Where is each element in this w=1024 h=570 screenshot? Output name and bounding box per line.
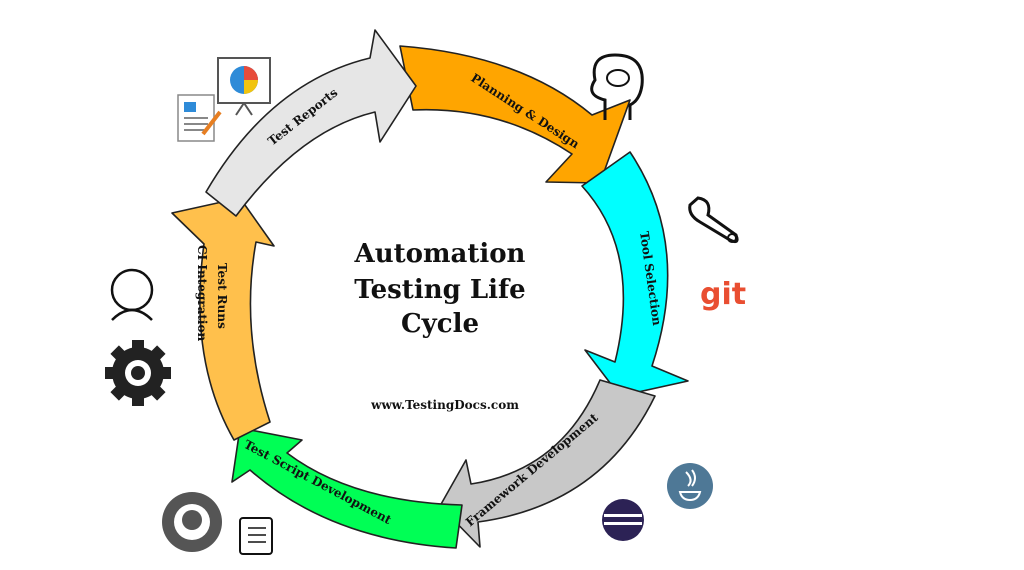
github-icon: [162, 492, 222, 552]
title-line-3: Cycle: [401, 309, 479, 339]
test-script-development-arrow: [231, 427, 463, 549]
gear-icon: [105, 340, 171, 406]
title-line-2: Testing Life: [354, 275, 525, 305]
test-runs-label: Test Runs: [215, 263, 229, 329]
tool-selection-arrow: [581, 151, 689, 397]
wrench-icon: [688, 196, 739, 244]
report-document-icon: [177, 94, 222, 142]
jenkins-icon: [110, 268, 154, 321]
website-url[interactable]: www.TestingDocs.com: [370, 398, 519, 412]
presentation-chart-icon: [217, 57, 271, 116]
ci-integration-label: CI Integration: [195, 245, 209, 341]
thinking-head-icon: [590, 53, 644, 120]
eclipse-icon: [602, 499, 644, 541]
git-icon: git: [700, 277, 746, 312]
test-reports-arrow: [205, 29, 417, 217]
title-line-1: Automation: [354, 239, 526, 269]
framework-development-arrow: [439, 379, 656, 548]
script-scroll-icon: [239, 517, 273, 555]
java-icon: [667, 463, 713, 509]
